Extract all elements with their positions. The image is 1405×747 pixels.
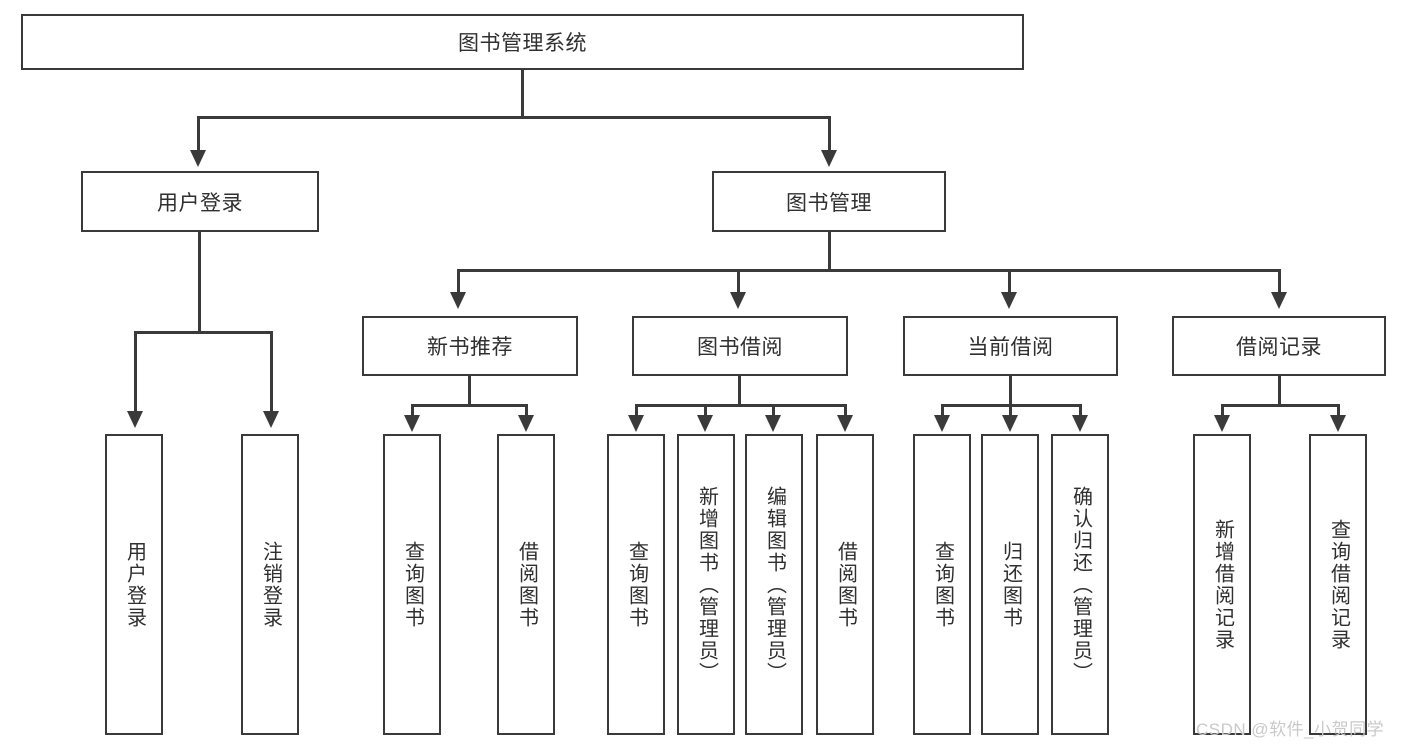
arrow-leaf-user-login	[127, 411, 143, 428]
connector-borrow-record-bus	[1221, 404, 1340, 407]
connector-drop-nb-1	[411, 404, 414, 418]
connector-drop-br-1	[1221, 404, 1224, 418]
node-book-manage[interactable]: 图书管理	[712, 171, 946, 232]
connector-drop-cb-2	[1009, 404, 1012, 418]
arrow-book-manage	[821, 150, 837, 167]
leaf-cb-query-book[interactable]: 查询图书	[913, 434, 971, 735]
arrow-nb-1	[404, 415, 420, 432]
arrow-book-borrow	[730, 292, 746, 309]
connector-new-book-stem	[468, 376, 471, 407]
leaf-cb-confirm-return-admin[interactable]: 确认归还（管理员）	[1051, 434, 1109, 735]
connector-borrow-record-stem	[1278, 376, 1281, 407]
node-label: 当前借阅	[967, 336, 1054, 359]
arrow-borrow-record	[1271, 292, 1287, 309]
arrow-bb-3	[765, 415, 781, 432]
leaf-bb-edit-book-admin[interactable]: 编辑图书（管理员）	[745, 434, 803, 735]
connector-new-book-bus	[411, 404, 528, 407]
node-label: 借阅记录	[1236, 336, 1322, 359]
node-label: 新增图书（管理员）	[695, 485, 718, 684]
arrow-user-login	[190, 150, 206, 167]
connector-drop-book-borrow	[737, 269, 740, 296]
leaf-bb-query-book[interactable]: 查询图书	[607, 434, 665, 735]
connector-drop-bb-4	[844, 404, 847, 418]
node-label: 查询图书	[625, 540, 648, 629]
connector-drop-bb-2	[704, 404, 707, 418]
connector-drop-borrow-record	[1278, 269, 1281, 296]
node-label: 新增借阅记录	[1211, 518, 1234, 651]
node-new-book-recommend[interactable]: 新书推荐	[362, 316, 578, 376]
node-label: 编辑图书（管理员）	[763, 485, 786, 684]
arrow-current-borrow	[1001, 292, 1017, 309]
connector-drop-leaf-user-logout	[270, 331, 273, 415]
connector-drop-leaf-user-login	[134, 331, 137, 415]
connector-current-borrow-stem	[1009, 376, 1012, 407]
arrow-nb-2	[518, 415, 534, 432]
connector-level2-bus	[457, 269, 1281, 272]
node-book-borrow[interactable]: 图书借阅	[632, 316, 848, 376]
leaf-user-logout[interactable]: 注销登录	[241, 434, 299, 735]
arrow-br-2	[1330, 415, 1346, 432]
arrow-br-1	[1214, 415, 1230, 432]
arrow-leaf-user-logout	[263, 411, 279, 428]
connector-user-login-stem	[198, 232, 201, 333]
arrow-bb-4	[837, 415, 853, 432]
arrow-new-book	[450, 292, 466, 309]
connector-drop-nb-2	[525, 404, 528, 418]
node-label: 图书借阅	[697, 336, 783, 359]
node-label: 归还图书	[999, 540, 1022, 629]
connector-drop-bb-1	[635, 404, 638, 418]
leaf-bb-add-book-admin[interactable]: 新增图书（管理员）	[677, 434, 735, 735]
connector-book-borrow-bus	[635, 404, 847, 407]
leaf-nb-query-book[interactable]: 查询图书	[383, 434, 441, 735]
watermark-text: CSDN @软件_小贺同学	[1196, 720, 1385, 739]
connector-drop-br-2	[1337, 404, 1340, 418]
node-label: 查询图书	[931, 540, 954, 629]
node-borrow-record[interactable]: 借阅记录	[1172, 316, 1386, 376]
node-current-borrow[interactable]: 当前借阅	[903, 316, 1118, 376]
arrow-cb-1	[934, 415, 950, 432]
arrow-bb-1	[628, 415, 644, 432]
node-user-login[interactable]: 用户登录	[81, 171, 319, 232]
node-label: 借阅图书	[834, 540, 857, 629]
connector-drop-book-manage	[828, 116, 831, 154]
arrow-cb-3	[1072, 415, 1088, 432]
connector-drop-cb-1	[941, 404, 944, 418]
connector-drop-user-login	[197, 116, 200, 154]
node-label: 用户登录	[157, 191, 243, 215]
node-label: 图书管理系统	[458, 32, 587, 55]
node-root-system[interactable]: 图书管理系统	[21, 14, 1024, 70]
connector-drop-bb-3	[772, 404, 775, 418]
connector-drop-cb-3	[1079, 404, 1082, 418]
leaf-nb-borrow-book[interactable]: 借阅图书	[497, 434, 555, 735]
node-label: 确认归还（管理员）	[1069, 485, 1092, 684]
connector-level1-bus	[197, 116, 831, 119]
node-label: 用户登录	[123, 540, 146, 629]
leaf-br-add-record[interactable]: 新增借阅记录	[1193, 434, 1251, 735]
node-label: 查询借阅记录	[1327, 518, 1350, 651]
connector-root-stem	[521, 70, 524, 118]
connector-user-login-bus	[134, 331, 273, 334]
node-label: 新书推荐	[427, 336, 513, 359]
arrow-cb-2	[1002, 415, 1018, 432]
node-label: 借阅图书	[515, 540, 538, 629]
leaf-br-query-record[interactable]: 查询借阅记录	[1309, 434, 1367, 735]
connector-book-borrow-stem	[738, 376, 741, 407]
node-label: 注销登录	[259, 540, 282, 629]
node-label: 图书管理	[786, 191, 872, 215]
leaf-user-login[interactable]: 用户登录	[105, 434, 163, 735]
leaf-cb-return-book[interactable]: 归还图书	[981, 434, 1039, 735]
node-label: 查询图书	[401, 540, 424, 629]
leaf-bb-borrow-book[interactable]: 借阅图书	[816, 434, 874, 735]
connector-book-manage-stem	[828, 232, 831, 271]
arrow-bb-2	[697, 415, 713, 432]
connector-drop-new-book	[457, 269, 460, 296]
connector-drop-current-borrow	[1008, 269, 1011, 296]
